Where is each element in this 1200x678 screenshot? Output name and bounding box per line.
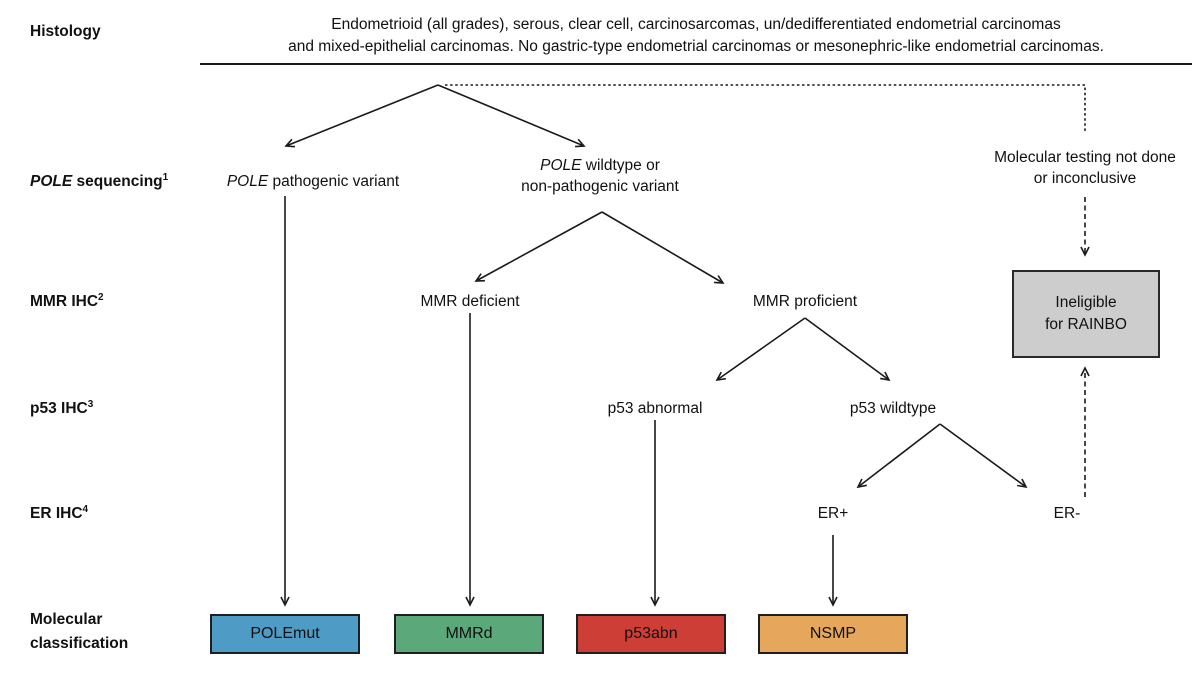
pole-footnote-sup: 1 [162,171,169,183]
node-mmr-proficient: MMR proficient [752,293,858,310]
classification-label-line2: classification [30,635,129,652]
p53-label-text: p53 IHC [30,400,88,417]
ineligible-line2: for RAINBO [1045,316,1127,333]
row-label-er-ihc: ER IHC4 [30,504,88,524]
classification-label-line1: Molecular [30,611,103,628]
classification-box-p53abn: p53abn [576,614,726,654]
node-er-positive: ER+ [817,505,849,522]
p53-footnote-sup: 3 [87,398,94,410]
node-mmr-deficient: MMR deficient [420,293,520,310]
arrow-to-mmr-deficient [474,211,603,282]
arrow-to-p53-abnormal [715,317,806,382]
row-label-pole-sequencing: POLE sequencing1 [30,172,168,192]
arrow-to-pole-pathogenic [284,84,439,148]
ineligible-for-rainbo-box: Ineligible for RAINBO [1012,270,1160,358]
pole-rest-text: sequencing [72,173,163,190]
mmr-footnote-sup: 2 [98,291,104,303]
arrow-to-pole-wildtype [437,84,586,148]
classification-box-mmrd: MMRd [394,614,544,654]
dotted-line-to-molecular-testing [445,84,1086,131]
arrow-to-er-negative [939,423,1028,489]
row-label-mmr-ihc: MMR IHC2 [30,292,104,312]
er-label-text: ER IHC [30,505,83,522]
histology-header-line2: and mixed-epithelial carcinomas. No gast… [288,37,1104,55]
pole-italic-text: POLE [30,173,73,190]
arrow-to-mmr-proficient [601,211,725,284]
row-label-molecular-classification: Molecular classification [30,608,128,656]
histology-header: Endometrioid (all grades), serous, clear… [200,14,1192,57]
pole-wildtype-rest: wildtype or [581,157,660,174]
node-p53-abnormal: p53 abnormal [607,400,703,417]
er-footnote-sup: 4 [82,503,89,515]
node-pole-pathogenic-variant: POLE pathogenic variant [227,171,399,192]
node-er-negative: ER- [1053,505,1081,522]
pole-wildtype-italic: POLE [540,157,582,174]
mmrd-label: MMRd [445,625,493,642]
pole-pathogenic-rest: pathogenic variant [268,173,400,190]
node-pole-wildtype: POLE wildtype or non-pathogenic variant [521,155,679,197]
ineligible-line1: Ineligible [1055,294,1117,311]
histology-header-line1: Endometrioid (all grades), serous, clear… [331,16,1061,33]
classification-box-nsmp: NSMP [758,614,908,654]
pole-wildtype-line2: non-pathogenic variant [521,178,679,195]
classification-box-polemut: POLEmut [210,614,360,654]
p53abn-label: p53abn [624,625,678,642]
node-p53-wildtype: p53 wildtype [849,400,937,417]
polemut-label: POLEmut [250,625,320,642]
node-molecular-testing-not-done: Molecular testing not done or inconclusi… [994,147,1176,189]
row-label-histology: Histology [30,22,101,42]
arrow-to-er-positive [856,423,941,489]
mmr-label-text: MMR IHC [30,293,99,310]
pole-pathogenic-italic: POLE [226,173,269,190]
molecular-testing-line2: or inconclusive [1033,170,1137,187]
nsmp-label: NSMP [809,625,857,642]
molecular-testing-line1: Molecular testing not done [994,149,1176,166]
row-label-p53-ihc: p53 IHC3 [30,399,93,419]
arrow-to-p53-wildtype [804,317,891,382]
row-label-histology-text: Histology [30,23,101,40]
